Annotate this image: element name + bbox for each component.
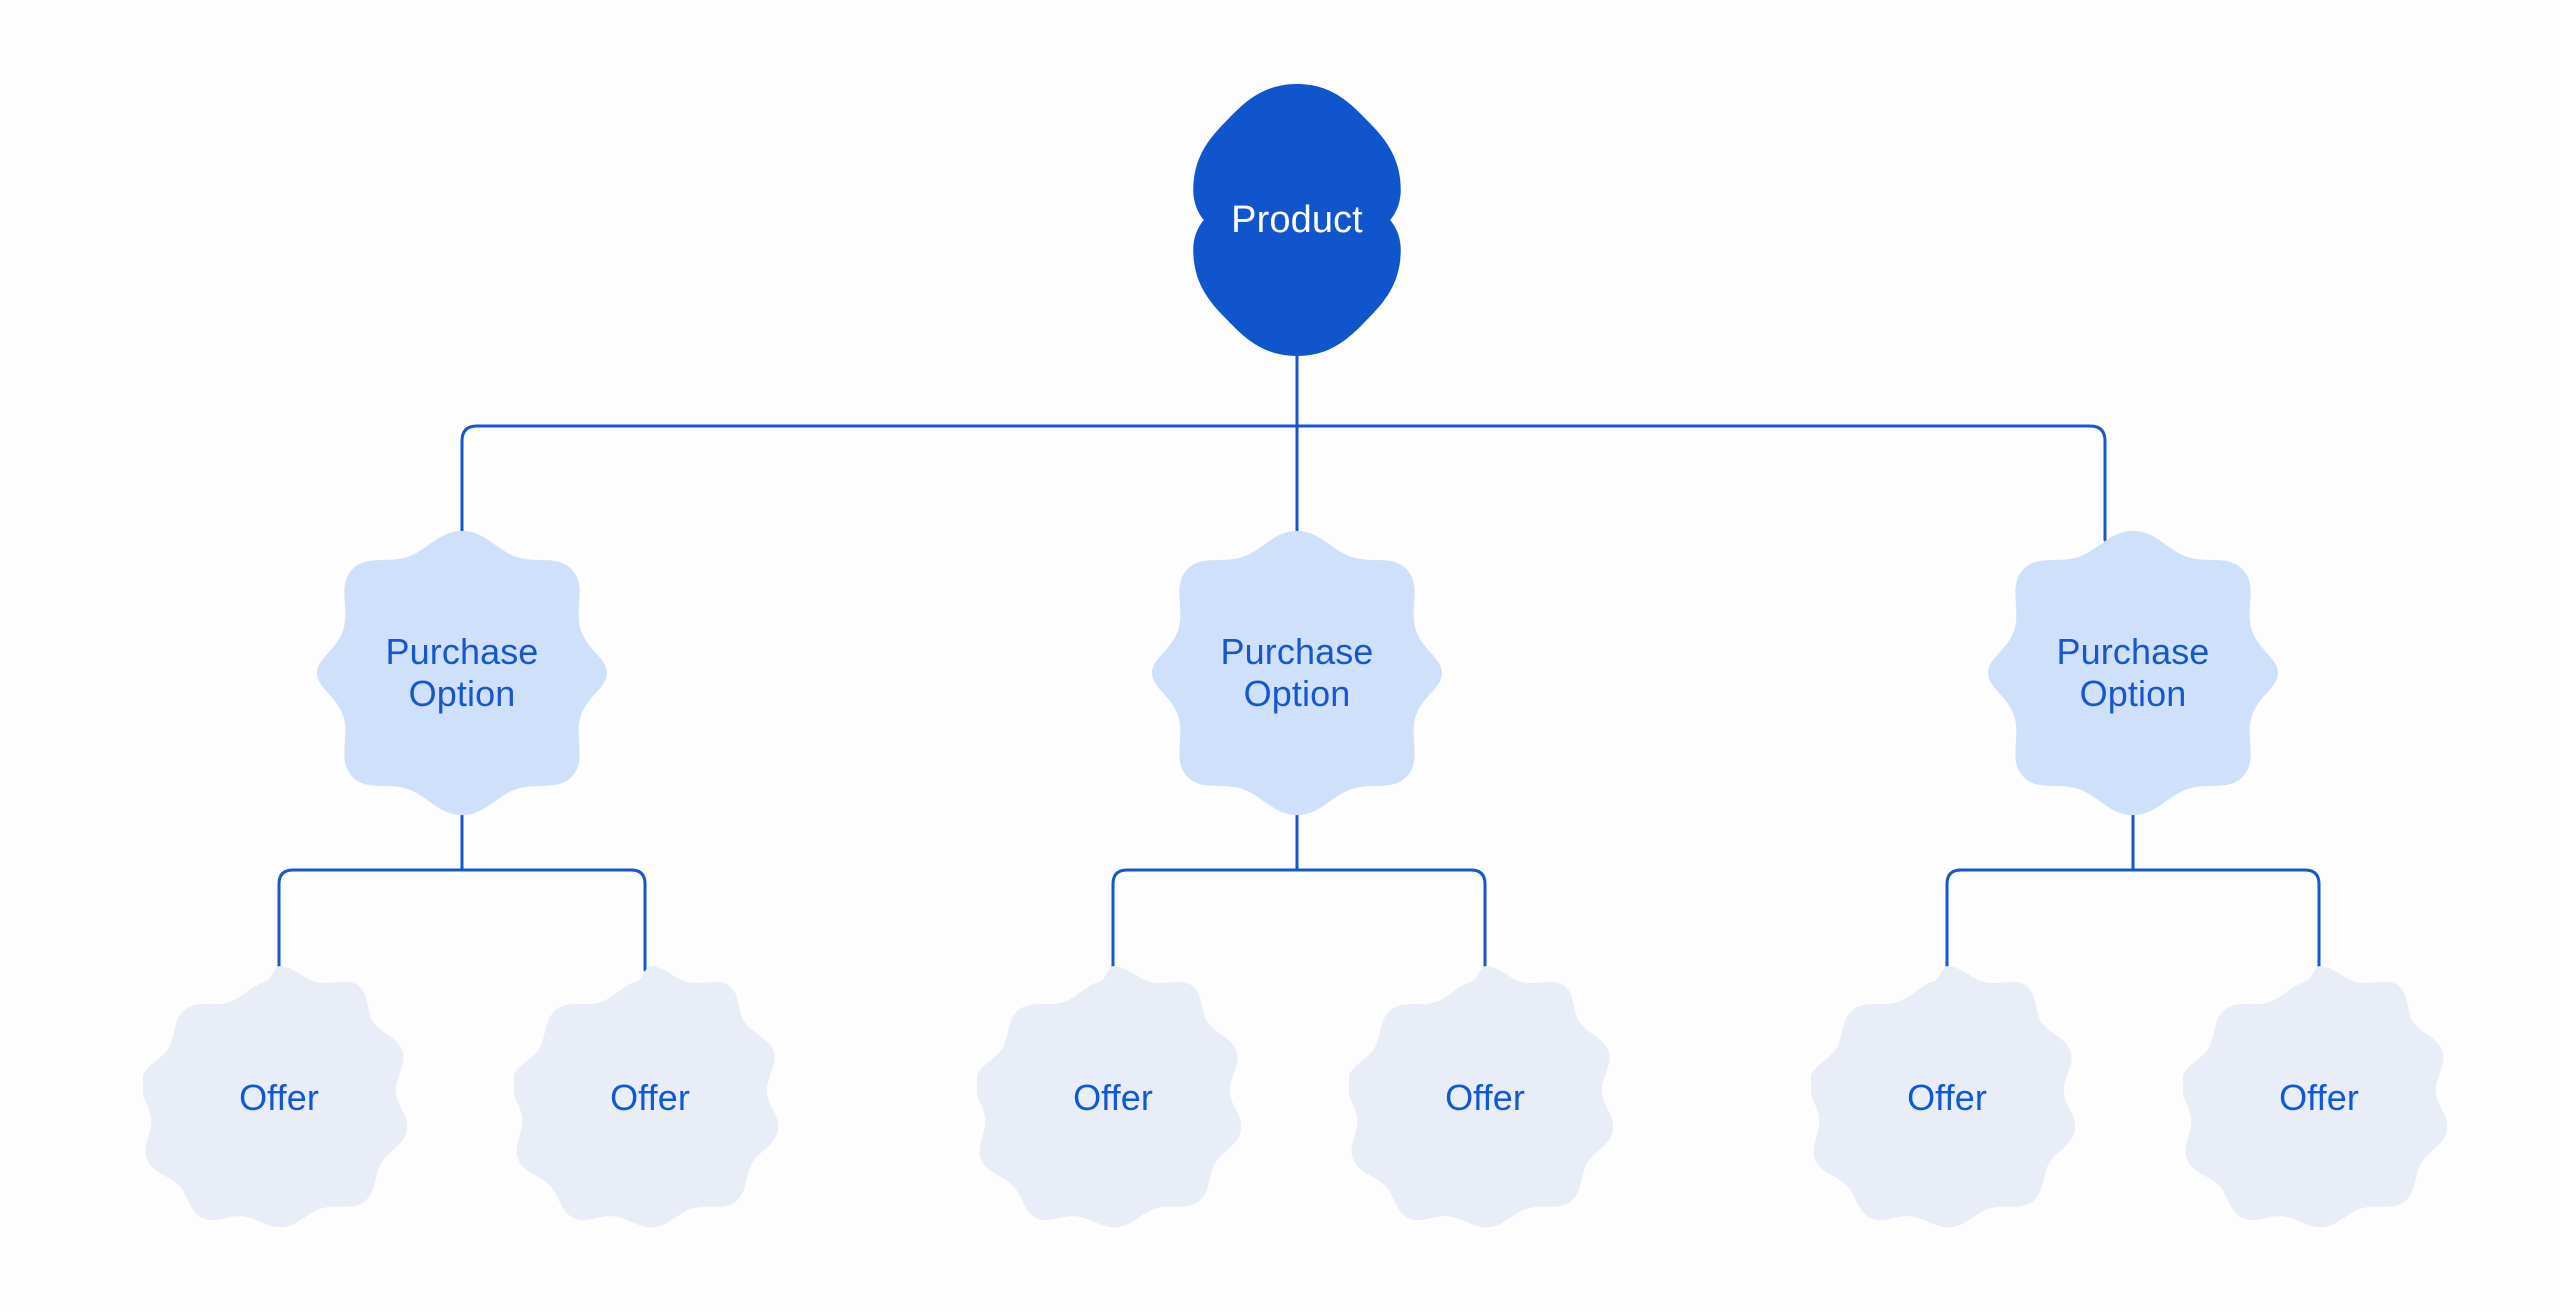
node-offer-5[interactable]: Offer xyxy=(1811,962,2083,1234)
product-blob-shape xyxy=(1193,84,1401,356)
offer-label: Offer xyxy=(1907,1076,1987,1118)
offer-label: Offer xyxy=(1445,1076,1525,1118)
purchase-option-blob-shape xyxy=(316,530,608,816)
edge-level1-bus xyxy=(460,424,2107,542)
offer-label: Offer xyxy=(610,1076,690,1118)
node-offer-4[interactable]: Offer xyxy=(1349,962,1621,1234)
offer-blob-shape xyxy=(143,966,408,1228)
offer-blob-shape xyxy=(1349,966,1614,1228)
node-purchase-option-1[interactable]: Purchase Option xyxy=(314,525,610,821)
offer-blob-shape xyxy=(1811,966,2076,1228)
node-product[interactable]: Product xyxy=(1164,84,1430,356)
offer-label: Offer xyxy=(239,1076,319,1118)
edge-option2-bus xyxy=(1111,868,1487,972)
node-offer-3[interactable]: Offer xyxy=(977,962,1249,1234)
purchase-option-blob-shape xyxy=(1987,530,2279,816)
purchase-option-label: Purchase Option xyxy=(385,630,539,714)
node-purchase-option-2[interactable]: Purchase Option xyxy=(1149,525,1445,821)
node-offer-6[interactable]: Offer xyxy=(2183,962,2455,1234)
product-label: Product xyxy=(1231,198,1363,241)
offer-label: Offer xyxy=(1073,1076,1153,1118)
offer-blob-shape xyxy=(514,966,779,1228)
node-offer-1[interactable]: Offer xyxy=(143,962,415,1234)
node-purchase-option-3[interactable]: Purchase Option xyxy=(1985,525,2281,821)
purchase-option-blob-shape xyxy=(1151,530,1443,816)
offer-blob-shape xyxy=(2183,966,2448,1228)
offer-blob-shape xyxy=(977,966,1242,1228)
purchase-option-label: Purchase Option xyxy=(1220,630,1374,714)
node-offer-2[interactable]: Offer xyxy=(514,962,786,1234)
edge-option1-bus xyxy=(277,868,647,972)
offer-label: Offer xyxy=(2279,1076,2359,1118)
edge-option3-bus xyxy=(1945,868,2321,972)
purchase-option-label: Purchase Option xyxy=(2056,630,2210,714)
